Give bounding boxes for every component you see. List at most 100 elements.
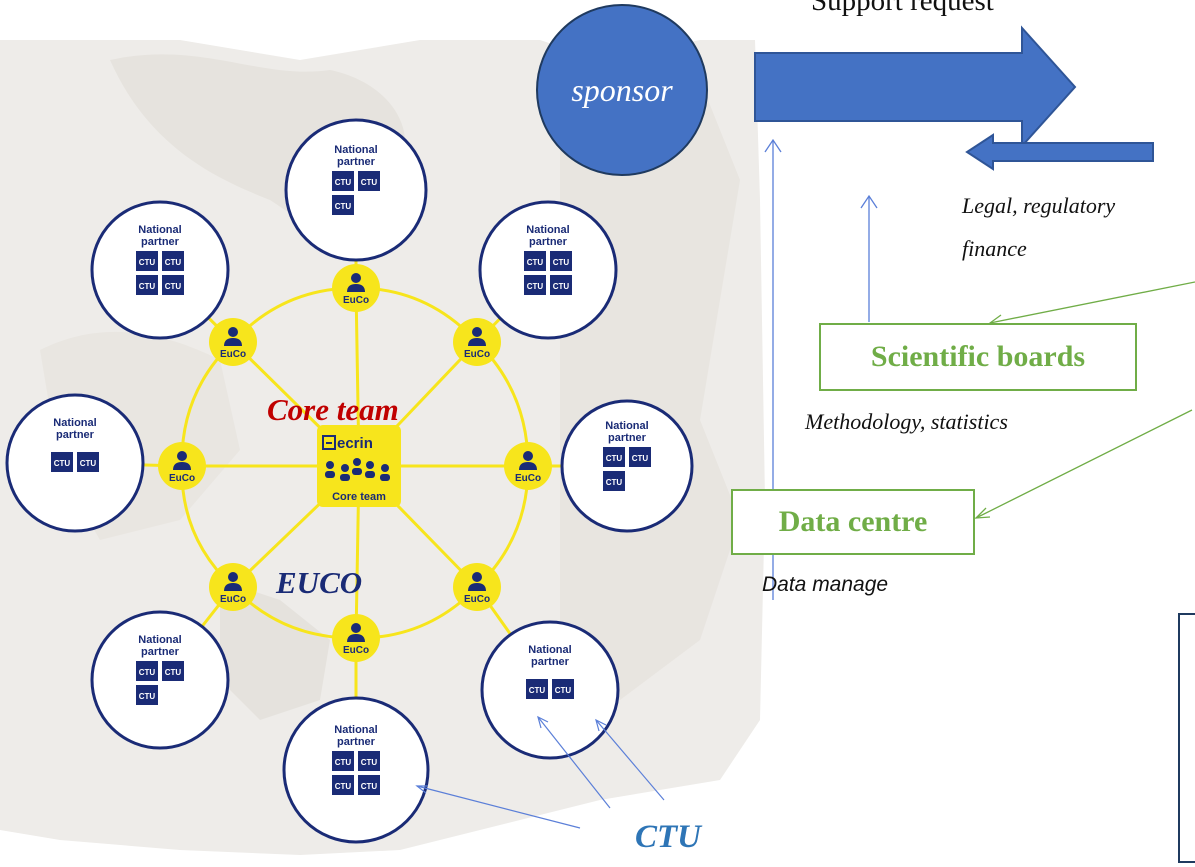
person-icon — [224, 327, 242, 346]
data-centre-label: Data centre — [778, 505, 928, 538]
ctu-box — [552, 679, 574, 699]
euco-label: EUCO — [276, 565, 363, 600]
ctu-box — [136, 661, 158, 681]
national-partner-line1: National — [334, 144, 377, 156]
ctu-box-label: CTU — [139, 258, 156, 267]
core-team-label: Core team — [267, 392, 399, 427]
ctu-box — [603, 447, 625, 467]
ctu-box — [629, 447, 651, 467]
euco-node: EuCo — [209, 563, 257, 611]
right-panel-edge — [1178, 613, 1195, 863]
ctu-box-label: CTU — [335, 202, 352, 211]
euco-node: EuCo — [504, 442, 552, 490]
ctu-box-label: CTU — [165, 668, 182, 677]
euco-node: EuCo — [332, 264, 380, 312]
national-partner-line2: partner — [141, 236, 180, 248]
national-partner-line2: partner — [56, 429, 95, 441]
ctu-box — [358, 751, 380, 771]
ctu-box — [51, 452, 73, 472]
ctu-box-label: CTU — [361, 758, 378, 767]
euco-node-label: EuCo — [169, 473, 195, 484]
ecrin-logo-icon — [322, 435, 336, 450]
euco-node-label: EuCo — [515, 473, 541, 484]
ctu-box-label: CTU — [361, 782, 378, 791]
ctu-box-label: CTU — [632, 454, 649, 463]
ctu-box — [550, 275, 572, 295]
ctu-box-label: CTU — [606, 454, 623, 463]
euco-node-label: EuCo — [220, 594, 246, 605]
scientific-boards-box: Scientific boards — [819, 323, 1137, 391]
euco-node: EuCo — [158, 442, 206, 490]
euco-node-label: EuCo — [343, 645, 369, 656]
ctu-box-label: CTU — [335, 758, 352, 767]
ctu-box-label: CTU — [555, 686, 572, 695]
ctu-box-label: CTU — [527, 258, 544, 267]
euco-node-label: EuCo — [464, 594, 490, 605]
euco-node: EuCo — [453, 563, 501, 611]
national-partner-line2: partner — [608, 432, 647, 444]
national-partner-line2: partner — [337, 736, 376, 748]
ctu-box-label: CTU — [553, 258, 570, 267]
ctu-box — [550, 251, 572, 271]
ctu-box-label: CTU — [165, 282, 182, 291]
national-partner-line1: National — [334, 724, 377, 736]
euco-node: EuCo — [209, 318, 257, 366]
euco-node-label: EuCo — [343, 295, 369, 306]
ctu-box — [332, 775, 354, 795]
ctu-box-label: CTU — [54, 459, 71, 468]
arrow-right-icon — [754, 25, 1077, 149]
national-partner-line1: National — [605, 420, 648, 432]
ctu-box-label: CTU — [139, 668, 156, 677]
ctu-box — [358, 171, 380, 191]
green-connectors — [974, 281, 1195, 519]
national-partner-line1: National — [138, 224, 181, 236]
ctu-box-label: CTU — [139, 692, 156, 701]
methodology-label: Methodology, statistics — [805, 409, 1008, 434]
euco-node: EuCo — [332, 614, 380, 662]
ctu-box — [358, 775, 380, 795]
person-icon — [347, 273, 365, 292]
person-icon — [347, 623, 365, 642]
ctu-box — [524, 251, 546, 271]
data-manage-label: Data manage — [762, 573, 889, 596]
ecrin-logo-text: ecrin — [337, 435, 373, 452]
ctu-box-label: CTU — [361, 178, 378, 187]
ctu-box — [162, 251, 184, 271]
person-icon — [468, 572, 486, 591]
ctu-box — [332, 195, 354, 215]
person-icon — [224, 572, 242, 591]
ctu-box — [524, 275, 546, 295]
scientific-boards-label: Scientific boards — [870, 340, 1086, 373]
ctu-box-label: CTU — [335, 178, 352, 187]
ctu-box-label: CTU — [335, 782, 352, 791]
ctu-box — [77, 452, 99, 472]
person-icon — [519, 451, 537, 470]
national-partner-line2: partner — [141, 646, 180, 658]
national-partner-line1: National — [138, 634, 181, 646]
ctu-box-label: CTU — [165, 258, 182, 267]
ctu-box-label: CTU — [553, 282, 570, 291]
ctu-box — [332, 171, 354, 191]
ctu-box-label: CTU — [527, 282, 544, 291]
arrow-left-icon — [965, 133, 1154, 171]
ctu-box-label: CTU — [606, 478, 623, 487]
person-icon — [468, 327, 486, 346]
data-centre-box: Data centre — [731, 489, 975, 555]
legal-regulatory-label: Legal, regulatory — [962, 193, 1116, 218]
ctu-box — [603, 471, 625, 491]
ctu-box — [162, 661, 184, 681]
ctu-box — [332, 751, 354, 771]
national-partner-line2: partner — [531, 656, 570, 668]
national-partner-line2: partner — [529, 236, 568, 248]
euco-node: EuCo — [453, 318, 501, 366]
national-partner-line1: National — [53, 417, 96, 429]
ctu-box — [136, 275, 158, 295]
national-partner-line1: National — [526, 224, 569, 236]
euco-node-label: EuCo — [220, 349, 246, 360]
